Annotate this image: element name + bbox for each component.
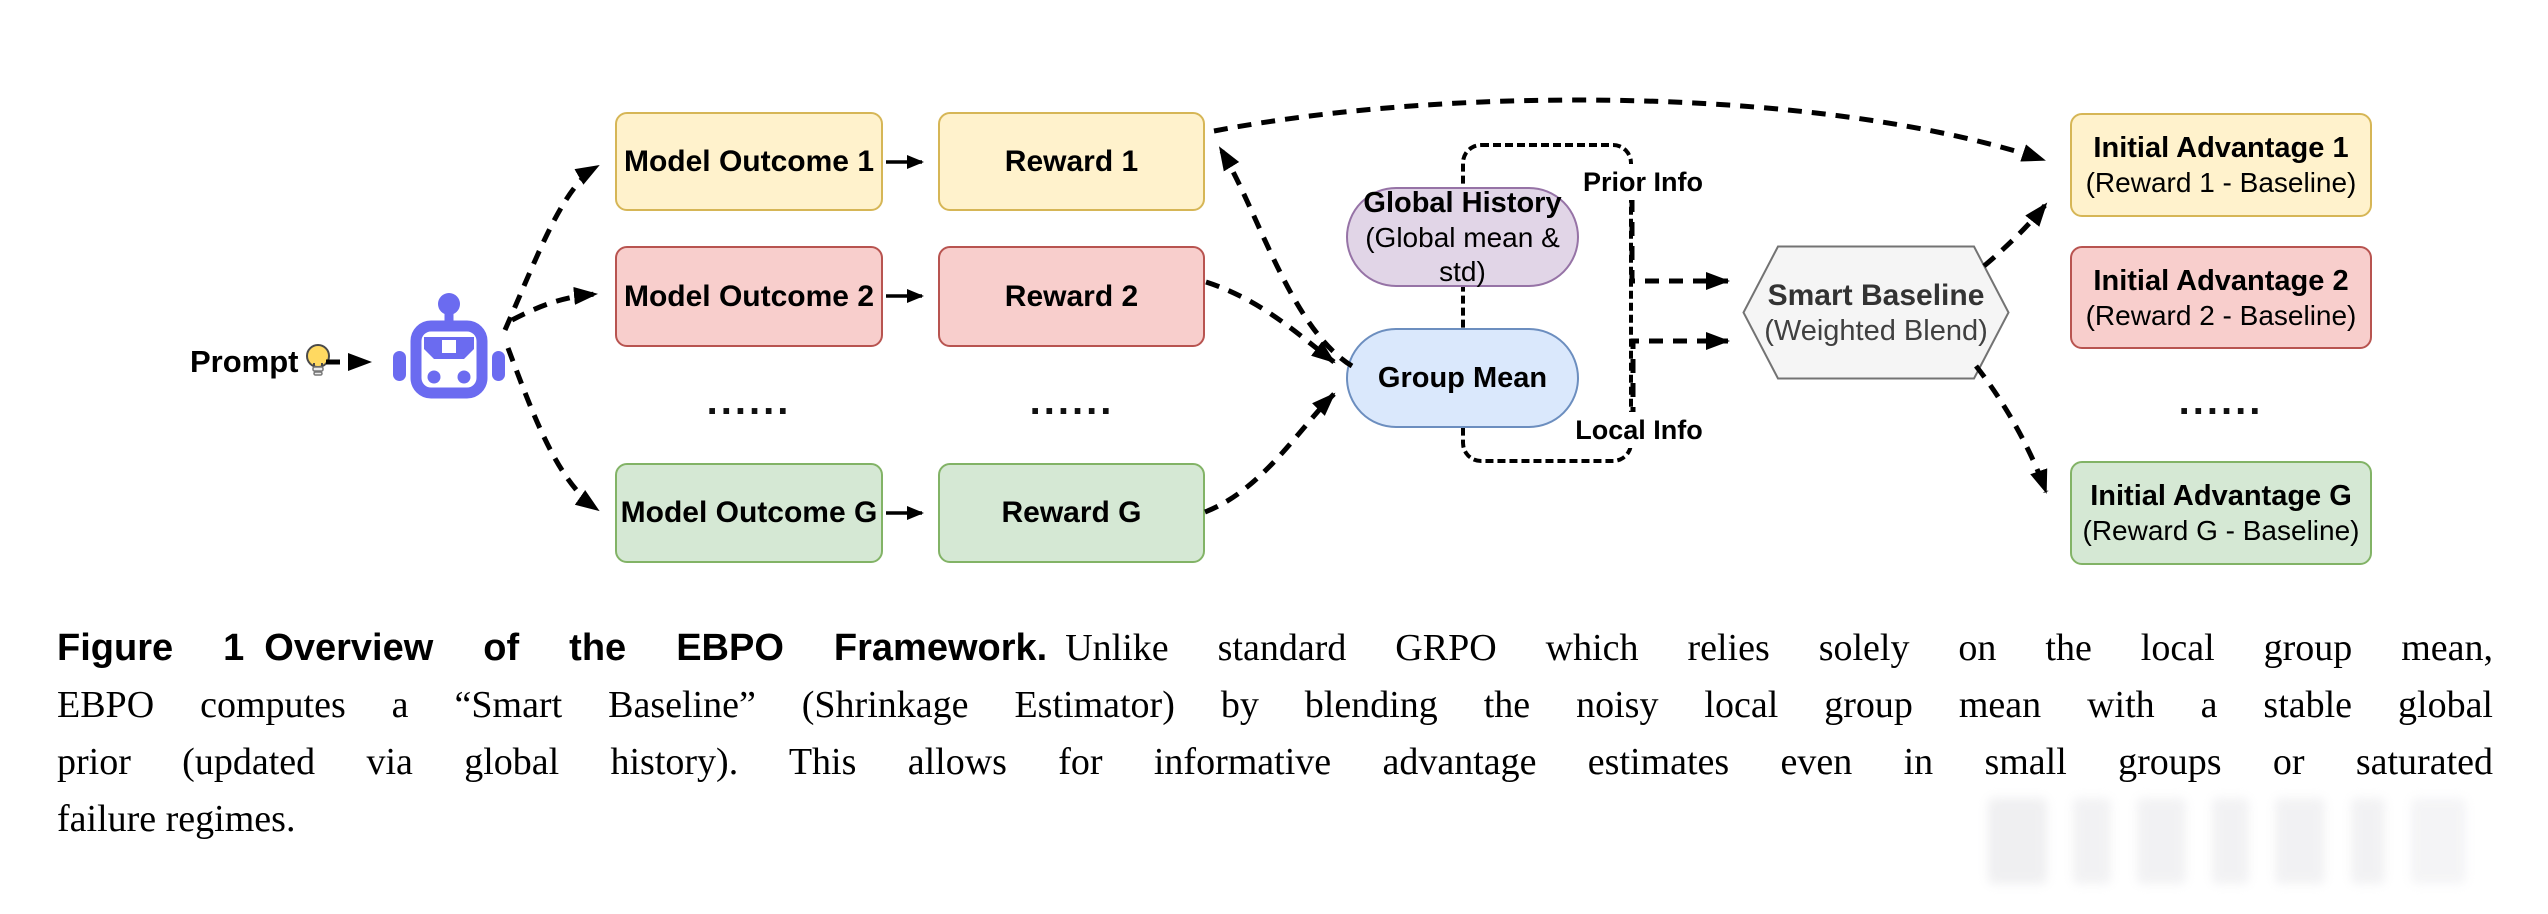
prompt-label-group: Prompt bbox=[190, 340, 333, 384]
node-title: Global History bbox=[1363, 186, 1562, 219]
node-label: Model Outcome 1 bbox=[623, 144, 875, 178]
node-reward-1: Reward 1 bbox=[938, 112, 1205, 211]
node-subtitle: (Global mean & std) bbox=[1365, 221, 1560, 287]
arrow-baseline-to-advantage-g bbox=[1974, 364, 2049, 494]
arrow-prior-info-to-baseline bbox=[1629, 198, 1730, 290]
node-subtitle: (Reward 2 - Baseline) bbox=[2085, 299, 2357, 331]
node-title: Initial Advantage 1 bbox=[2093, 132, 2349, 164]
node-title: Initial Advantage 2 bbox=[2093, 264, 2349, 297]
node-initial-advantage-2: Initial Advantage 2 (Reward 2 - Baseline… bbox=[2070, 246, 2372, 349]
node-label: Model Outcome 2 bbox=[623, 279, 875, 313]
node-title: Smart Baseline bbox=[1767, 278, 1985, 312]
arrow-robot-to-outcome-2 bbox=[510, 286, 598, 323]
caption-line-2: EBPO computes a “Smart Baseline” (Shrink… bbox=[57, 684, 2493, 726]
caption-figure-title: Overview of the EBPO Framework. bbox=[264, 627, 1048, 669]
caption-line-4: failure regimes. bbox=[57, 798, 296, 840]
lightbulb-icon bbox=[303, 342, 333, 382]
caption-figure-label: Figure 1 bbox=[57, 627, 245, 669]
node-smart-baseline: Smart Baseline (Weighted Blend) bbox=[1742, 245, 2010, 380]
arrow-reward-2-to-groupmean bbox=[1205, 279, 1336, 364]
figure-caption: Figure 1 Overview of the EBPO Framework. U… bbox=[57, 620, 2493, 848]
node-global-history: Global History (Global mean & std) bbox=[1346, 187, 1579, 287]
arrow-reward-g-to-groupmean bbox=[1204, 392, 1336, 515]
node-title: Group Mean bbox=[1377, 361, 1548, 394]
robot-icon bbox=[393, 293, 505, 408]
node-subtitle: (Reward G - Baseline) bbox=[2082, 515, 2360, 546]
node-initial-advantage-1: Initial Advantage 1 (Reward 1 - Baseline… bbox=[2070, 113, 2372, 217]
prior-info-label: Prior Info bbox=[1574, 164, 1712, 200]
node-group-mean: Group Mean bbox=[1346, 328, 1579, 428]
node-title: Initial Advantage G bbox=[2090, 480, 2352, 512]
caption-line-3: prior (updated via global history). This… bbox=[57, 741, 2493, 783]
node-initial-advantage-g: Initial Advantage G (Reward G - Baseline… bbox=[2070, 461, 2372, 565]
caption-text: Unlike standard GRPO which relies solely… bbox=[1065, 627, 2493, 669]
caption-line-1: Figure 1 Overview of the EBPO Framework. U… bbox=[57, 620, 2493, 677]
ellipsis-rewards: ...... bbox=[1029, 379, 1115, 423]
node-subtitle: (Weighted Blend) bbox=[1764, 314, 1988, 347]
node-label: Reward 1 bbox=[1004, 144, 1139, 178]
node-reward-g: Reward G bbox=[938, 463, 1205, 563]
arrow-local-info-to-baseline bbox=[1630, 332, 1730, 421]
node-label: Model Outcome G bbox=[620, 496, 878, 529]
node-reward-2: Reward 2 bbox=[938, 246, 1205, 347]
watermark bbox=[1988, 798, 2467, 884]
ellipsis-outcomes: ...... bbox=[706, 379, 792, 423]
node-model-outcome-g: Model Outcome G bbox=[615, 463, 883, 563]
local-info-label: Local Info bbox=[1570, 412, 1708, 448]
node-model-outcome-2: Model Outcome 2 bbox=[615, 246, 883, 347]
node-label: Reward G bbox=[1001, 496, 1142, 529]
arrow-robot-to-outcome-g bbox=[505, 347, 600, 513]
node-label: Reward 2 bbox=[1004, 279, 1139, 313]
prompt-label: Prompt bbox=[190, 344, 299, 379]
node-subtitle: (Reward 1 - Baseline) bbox=[2085, 167, 2357, 198]
ellipsis-advantages: ...... bbox=[2178, 379, 2264, 423]
arrow-robot-to-outcome-1 bbox=[502, 163, 600, 332]
node-model-outcome-1: Model Outcome 1 bbox=[615, 112, 883, 211]
arrow-groupmean-to-reward-1 bbox=[1217, 146, 1354, 369]
hexagon-shape bbox=[1742, 245, 2010, 380]
